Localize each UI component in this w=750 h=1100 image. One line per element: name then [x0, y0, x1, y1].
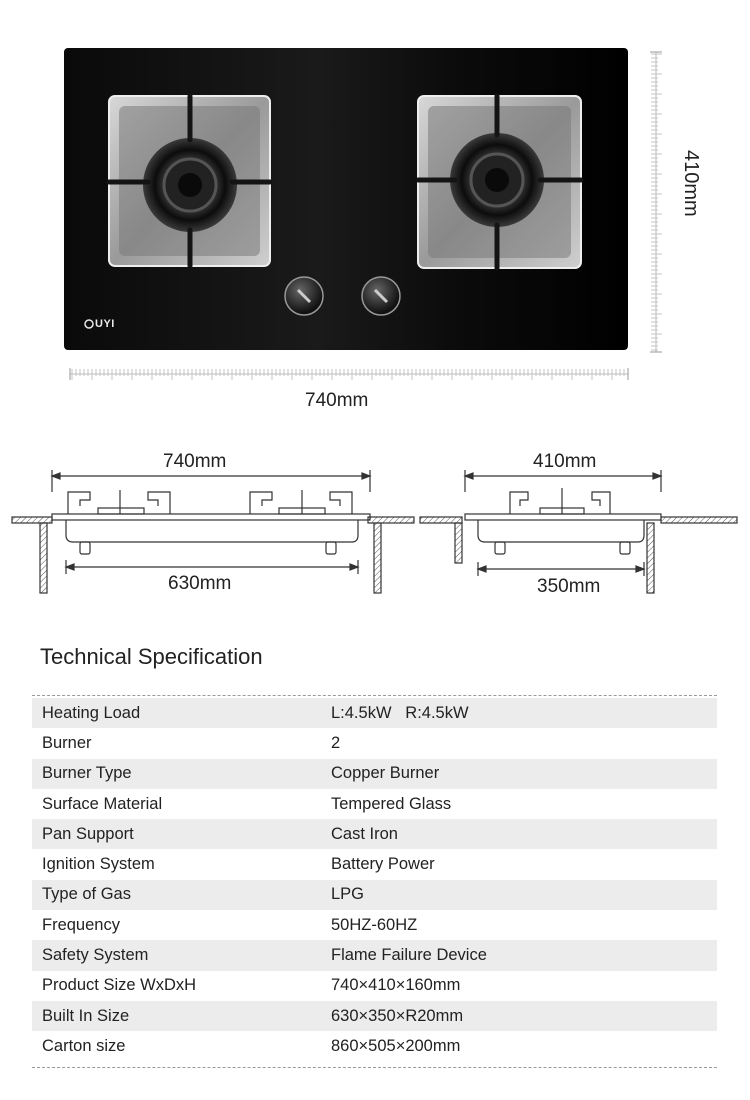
spec-value: LPG [331, 885, 365, 904]
left-knob-icon [284, 276, 324, 316]
right-knob-icon [361, 276, 401, 316]
spec-value: 50HZ-60HZ [331, 915, 418, 934]
table-row: Burner Type Copper Burner [32, 758, 717, 789]
hero-width-label: 740mm [305, 390, 369, 411]
table-row: Surface Material Tempered Glass [32, 789, 717, 819]
width-ruler [69, 368, 629, 380]
spec-label: Built In Size [42, 1006, 130, 1025]
brand-logo-text: UYI [95, 318, 115, 330]
spec-label: Frequency [42, 915, 120, 934]
side-cutout-label: 350mm [537, 576, 601, 597]
spec-table: Heating Load L:4.5kW R:4.5kW Burner 2 Bu… [32, 695, 717, 1068]
spec-value: Cast Iron [331, 824, 398, 843]
spec-label: Product Size WxDxH [42, 976, 197, 995]
spec-label: Carton size [42, 1036, 126, 1055]
spec-label: Burner [42, 733, 92, 752]
spec-label: Pan Support [42, 824, 134, 843]
right-burner-icon [415, 93, 584, 271]
table-row: Ignition System Battery Power [32, 849, 717, 879]
spec-label: Type of Gas [42, 885, 131, 904]
spec-value: L:4.5kW R:4.5kW [331, 703, 469, 722]
spec-label: Burner Type [42, 764, 132, 783]
left-burner-icon [106, 93, 273, 269]
table-row: Type of Gas LPG [32, 879, 717, 911]
table-row: Carton size 860×505×200mm [32, 1031, 717, 1061]
table-row: Heating Load L:4.5kW R:4.5kW [32, 698, 717, 729]
spec-value: 630×350×R20mm [331, 1006, 464, 1025]
spec-value: Battery Power [331, 855, 435, 874]
spec-value: 2 [331, 733, 341, 752]
table-row: Frequency 50HZ-60HZ [32, 910, 717, 940]
installation-diagram [11, 470, 738, 594]
table-row: Built In Size 630×350×R20mm [32, 1000, 717, 1032]
table-row: Pan Support Cast Iron [32, 819, 717, 850]
table-row: Safety System Flame Failure Device [32, 940, 717, 971]
side-depth-label: 410mm [533, 451, 597, 472]
front-width-label: 740mm [163, 451, 227, 472]
spec-value: Copper Burner [331, 764, 440, 783]
spec-value: Flame Failure Device [331, 946, 487, 965]
table-row: Product Size WxDxH 740×410×160mm [32, 971, 717, 1001]
hero-depth-label: 410mm [680, 150, 702, 217]
spec-label: Heating Load [42, 703, 141, 722]
table-row: Burner 2 [32, 728, 717, 758]
spec-label: Surface Material [42, 794, 163, 813]
spec-title: Technical Specification [40, 644, 263, 669]
spec-value: 860×505×200mm [331, 1036, 461, 1055]
cooktop-illustration [64, 48, 662, 380]
spec-value: 740×410×160mm [331, 976, 461, 995]
brand-logo-icon [84, 319, 94, 329]
spec-label: Safety System [42, 946, 149, 965]
front-cutout-label: 630mm [168, 573, 232, 594]
spec-value: Tempered Glass [331, 794, 452, 813]
spec-label: Ignition System [42, 855, 155, 874]
